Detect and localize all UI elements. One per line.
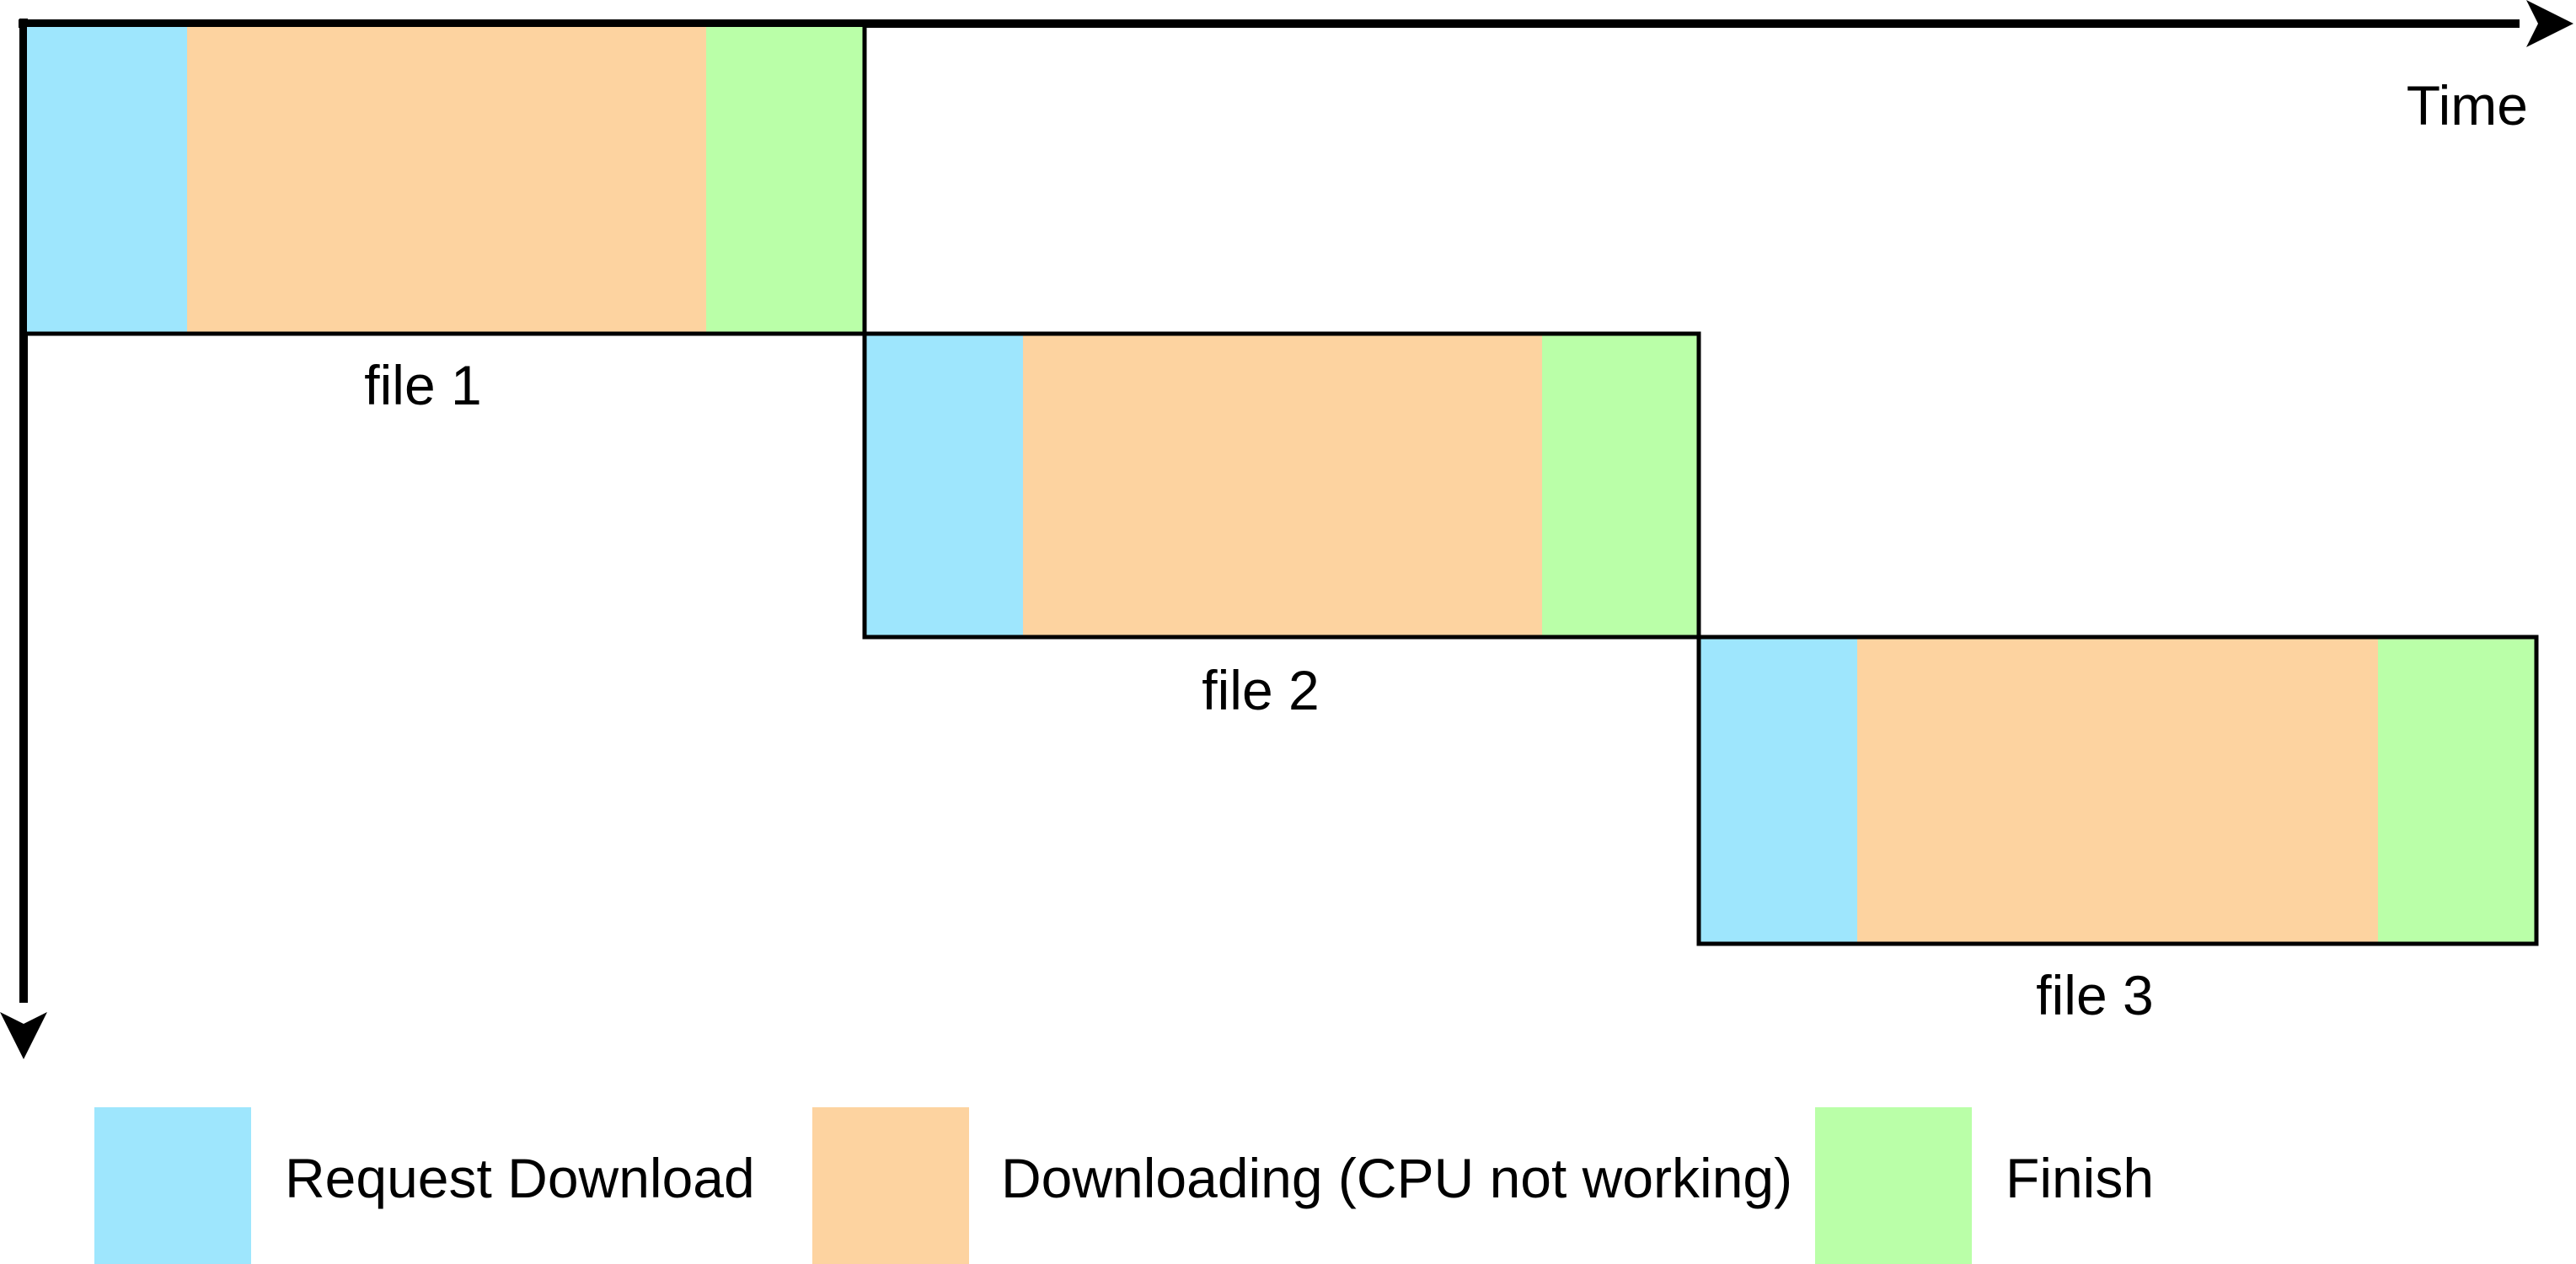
file-2-request-segment bbox=[865, 334, 1023, 637]
file-2-label: file 2 bbox=[1202, 659, 1319, 721]
vertical-axis bbox=[0, 19, 47, 1059]
file-2-outline bbox=[862, 331, 1701, 640]
vertical-axis-arrowhead bbox=[0, 1012, 47, 1059]
legend-swatch-downloading bbox=[812, 1107, 969, 1264]
legend-item-request: Request Download bbox=[94, 1107, 755, 1264]
time-axis: Time bbox=[19, 0, 2573, 137]
file-3-finish-segment bbox=[2378, 637, 2536, 944]
legend-label-request: Request Download bbox=[285, 1147, 755, 1209]
file-1-downloading-segment bbox=[187, 27, 706, 332]
legend: Request Download Downloading (CPU not wo… bbox=[94, 1107, 2154, 1264]
file-3-downloading-segment bbox=[1857, 637, 2378, 944]
file-3-request-segment bbox=[1699, 637, 1857, 944]
file-1-label: file 1 bbox=[364, 354, 481, 416]
legend-label-downloading: Downloading (CPU not working) bbox=[1001, 1147, 1792, 1209]
file-1-block: file 1 bbox=[24, 24, 867, 416]
file-2-block: file 2 bbox=[862, 331, 1701, 721]
file-3-block: file 3 bbox=[1696, 635, 2539, 1026]
time-axis-arrowhead bbox=[2526, 0, 2573, 47]
file-3-label: file 3 bbox=[2036, 964, 2153, 1026]
legend-item-finish: Finish bbox=[1815, 1107, 2154, 1264]
file-2-finish-segment bbox=[1542, 334, 1699, 637]
file-2-downloading-segment bbox=[1023, 334, 1542, 637]
time-axis-label: Time bbox=[2407, 74, 2528, 137]
legend-swatch-finish bbox=[1815, 1107, 1972, 1264]
file-3-outline bbox=[1696, 635, 2539, 946]
legend-item-downloading: Downloading (CPU not working) bbox=[812, 1107, 1792, 1264]
legend-swatch-request bbox=[94, 1107, 251, 1264]
file-1-finish-segment bbox=[706, 27, 865, 332]
file-1-request-segment bbox=[27, 27, 187, 332]
legend-label-finish: Finish bbox=[2006, 1147, 2154, 1209]
